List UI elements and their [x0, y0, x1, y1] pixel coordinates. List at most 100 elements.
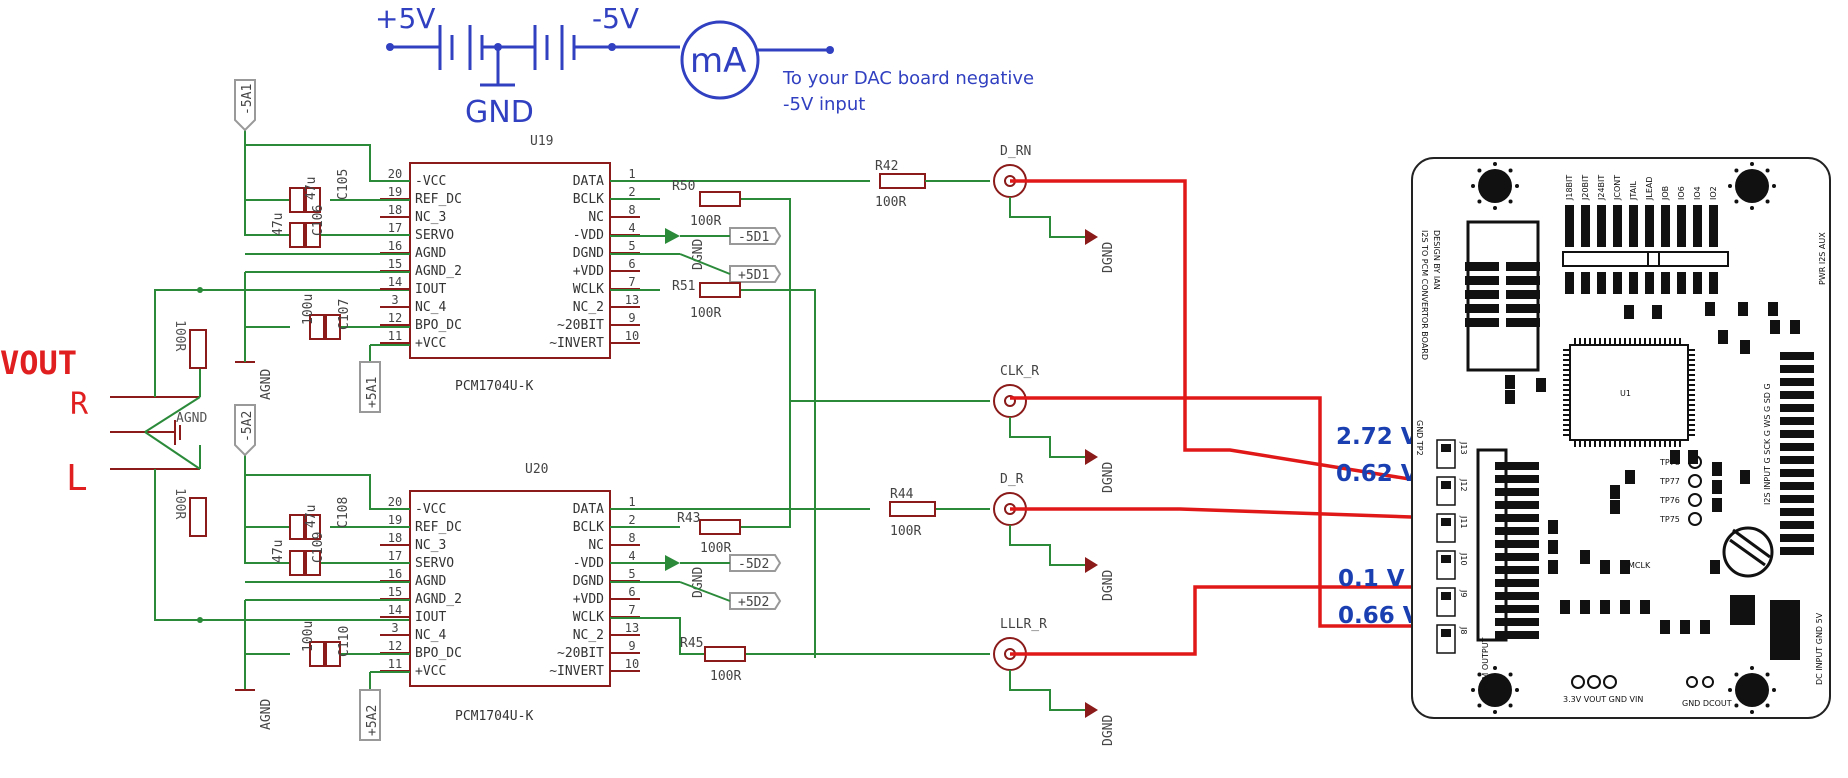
u19-supplies: [244, 112, 410, 362]
u20-pin-num-left: 11: [388, 657, 402, 671]
u19-pin-name-right: -VDD: [573, 228, 604, 243]
u20-pin-num-left: 19: [388, 513, 402, 527]
u19-pin-num-right: 13: [625, 293, 639, 307]
vout-res-top-label: 100R: [172, 320, 187, 351]
u20-pin-name-left: +VCC: [415, 664, 446, 679]
u20-pin-name-left: -VCC: [415, 502, 446, 517]
u19-r50-ref: R50: [672, 179, 695, 194]
u19-c107-val: 100u: [301, 294, 316, 325]
u19-pin-num-right: 5: [628, 239, 635, 253]
u20-pin-name-left: NC_4: [415, 628, 446, 643]
pcb-jpin-label: J13: [1459, 441, 1468, 455]
u20-pin-num-right: 6: [628, 585, 635, 599]
u19-pin-num-right: 8: [628, 203, 635, 217]
u19-r51-val: 100R: [690, 306, 721, 321]
u20-c110-val: 100u: [301, 621, 316, 652]
vout-r-label: R: [70, 387, 89, 422]
u20-r43-val: 100R: [700, 541, 731, 556]
u20-pin-num-right: 10: [625, 657, 639, 671]
u19-pin-num-left: 20: [388, 167, 402, 181]
u19-pin-name-left: REF_DC: [415, 192, 462, 207]
u20-r45-val: 100R: [710, 669, 741, 684]
u20-pin-num-left: 20: [388, 495, 402, 509]
u20-pin-num-right: 9: [628, 639, 635, 653]
u20-pin-name-right: DATA: [573, 502, 604, 517]
u19-agnd-label: AGND: [259, 369, 274, 400]
u20-pin-num-left: 12: [388, 639, 402, 653]
u19-pos-dig-flag: [729, 265, 782, 283]
u19-pin-num-left: 11: [388, 329, 402, 343]
u19-pin-num-left: 3: [391, 293, 398, 307]
vout-section: VOUT R L 100R 100R AGND: [0, 287, 410, 623]
battery-neg-label: -5V: [592, 2, 639, 35]
pcb-header-label: JOB: [1661, 186, 1670, 201]
u20-neg-supply-label: -5A2: [240, 411, 255, 442]
neg-terminal-dot: [608, 43, 616, 51]
u19-pin-name-right: NC: [588, 210, 604, 225]
u20-dgnd-symbol: [665, 555, 680, 571]
milliammeter-label: mA: [690, 41, 746, 81]
pcb-jpin-label: J8: [1459, 626, 1468, 634]
u20-pos-supply-label: +5A2: [365, 705, 380, 736]
u19-pin-num-right: 7: [628, 275, 635, 289]
u20-r43-resistor: [699, 519, 741, 535]
u20-pin-name-left: AGND_2: [415, 592, 462, 607]
u19-pin-name-left: IOUT: [415, 282, 446, 297]
u19-c106-ref: C106: [311, 205, 326, 236]
pcb-output-label: PCM OUTPUT: [1481, 637, 1490, 690]
pcb-header-label: IO4: [1693, 186, 1702, 200]
u19-pin-name-right: BCLK: [573, 192, 604, 207]
pcb-u1-label: U1: [1620, 389, 1631, 398]
pcb-header-label: IO6: [1677, 186, 1686, 200]
dac-note-line2: -5V input: [783, 94, 865, 115]
pcb-header-label: JLEAD: [1645, 176, 1654, 201]
u20-pin-name-right: ~INVERT: [549, 664, 604, 679]
u19-r50-val: 100R: [690, 214, 721, 229]
u19-pin-num-left: 15: [388, 257, 402, 271]
u20-pin-num-left: 3: [391, 621, 398, 635]
connector-name: LLLR_R: [1000, 617, 1047, 632]
u20-r45-resistor: [704, 646, 746, 662]
pcb-tp-label: TP76: [1659, 496, 1680, 505]
voltage-label-3: 0.1 V: [1338, 566, 1405, 592]
u19-pin-num-right: 4: [628, 221, 635, 235]
voltage-label-2: 0.62 V: [1336, 461, 1419, 487]
u19-pin-name-left: BPO_DC: [415, 318, 462, 333]
u20-pin-num-right: 8: [628, 531, 635, 545]
u19-caps: [289, 187, 341, 340]
u20-neg-dig-label: -5D2: [738, 557, 769, 572]
u20-r44-resistor: [889, 501, 936, 517]
u19-pin-num-right: 2: [628, 185, 635, 199]
u20-supplies: [244, 445, 410, 690]
mid-terminal-dot: [494, 43, 502, 51]
pcb-jpin-label: J11: [1459, 515, 1468, 529]
u20-c108-ref: C108: [336, 497, 351, 528]
u19-r51-ref: R51: [672, 279, 695, 294]
u20-pin-name-left: NC_3: [415, 538, 446, 553]
u20-neg-supply-flag: [234, 404, 256, 457]
u19-dgnd-symbol: [665, 228, 680, 244]
u20-pin-name-right: NC_2: [573, 628, 604, 643]
u20-pin-num-left: 14: [388, 603, 402, 617]
pcb-header-label: J20BIT: [1581, 175, 1590, 201]
pcb-header-label: J24BIT: [1597, 175, 1606, 201]
u19-pin-name-right: DATA: [573, 174, 604, 189]
u19-c106-val: 47u: [271, 213, 286, 236]
u19-neg-supply-label: -5A1: [240, 84, 255, 115]
u19-pin-num-right: 9: [628, 311, 635, 325]
mounting-hole: [1478, 673, 1512, 707]
u19-r42-val: 100R: [875, 195, 906, 210]
u19-r42-ref: R42: [875, 159, 898, 174]
mounting-hole: [1735, 673, 1769, 707]
u19-pin-name-left: +VCC: [415, 336, 446, 351]
u19-pin-name-left: NC_4: [415, 300, 446, 315]
u20-c108-val: 47u: [304, 505, 319, 528]
pcb-jpin-label: J10: [1459, 552, 1468, 566]
u19-pin-name-left: NC_3: [415, 210, 446, 225]
pcb-gnd-tp-label: GND TP2: [1415, 420, 1424, 456]
dac-note-line1: To your DAC board negative: [782, 68, 1034, 89]
u20-pin-num-right: 5: [628, 567, 635, 581]
u20-pin-name-right: WCLK: [573, 610, 604, 625]
vout-l-label: L: [66, 458, 88, 499]
